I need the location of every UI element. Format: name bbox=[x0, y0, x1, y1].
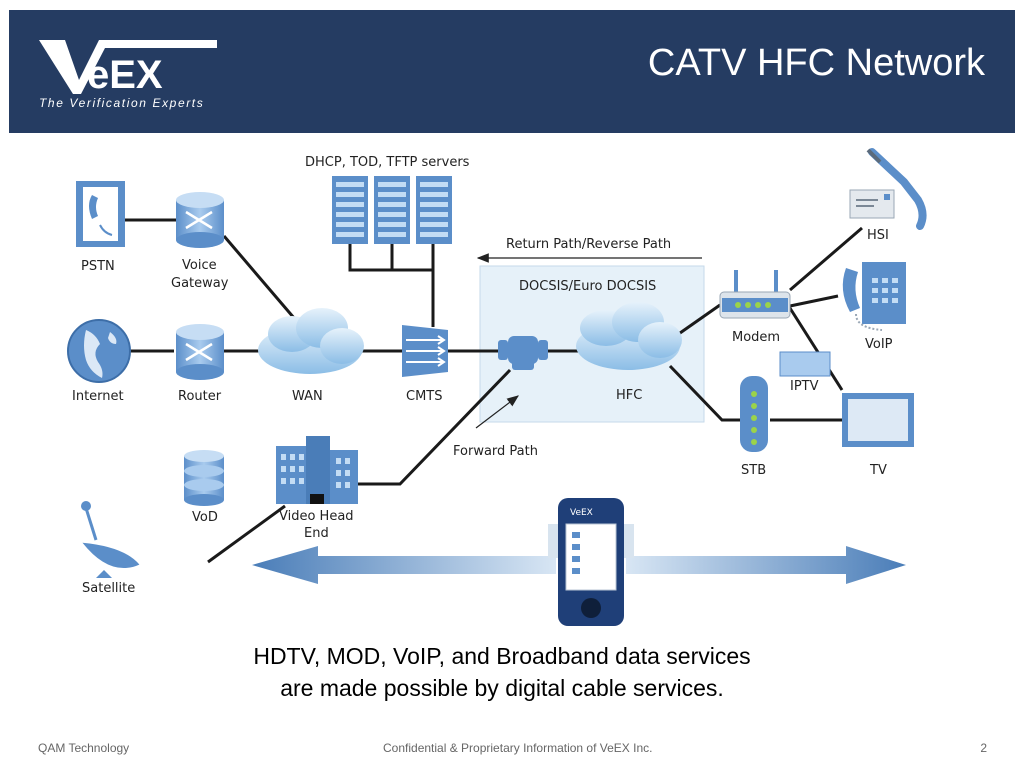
hfc-cloud-icon bbox=[576, 302, 682, 370]
hfc-amplifier-icon bbox=[498, 336, 548, 370]
slide-title: CATV HFC Network bbox=[647, 42, 985, 84]
modem-icon bbox=[719, 270, 791, 319]
vod-label: VoD bbox=[192, 510, 218, 525]
router-label: Router bbox=[178, 389, 222, 404]
iptv-label: IPTV bbox=[790, 379, 819, 394]
voip-label: VoIP bbox=[865, 337, 893, 352]
iptv-box-icon bbox=[779, 351, 831, 377]
footer-section-title: QAM Technology bbox=[38, 741, 130, 755]
cmts-icon bbox=[402, 325, 448, 377]
internet-label: Internet bbox=[72, 389, 124, 404]
caption-line-1: HDTV, MOD, VoIP, and Broadband data serv… bbox=[253, 643, 751, 669]
diagram-labels: DHCP, TOD, TFTP servers Return Path/Reve… bbox=[72, 155, 893, 596]
voice-gateway-label-1: Voice bbox=[182, 258, 217, 273]
logo-tagline: The Verification Experts bbox=[39, 96, 205, 110]
voip-phone-icon bbox=[842, 262, 906, 331]
tv-label: TV bbox=[869, 463, 887, 478]
internet-globe-icon bbox=[67, 319, 131, 383]
vod-storage-icon bbox=[184, 450, 224, 506]
wan-cloud-icon bbox=[258, 308, 364, 374]
footer-page-number: 2 bbox=[980, 741, 987, 755]
satellite-label: Satellite bbox=[82, 581, 135, 596]
stb-label: STB bbox=[741, 463, 766, 478]
video-head-end-label-2: End bbox=[304, 526, 329, 541]
voice-gateway-label-2: Gateway bbox=[171, 276, 229, 291]
video-head-end-icon bbox=[276, 436, 358, 504]
forward-path-label: Forward Path bbox=[453, 444, 538, 459]
pstn-label: PSTN bbox=[81, 259, 115, 274]
coverage-arrow-right bbox=[626, 546, 906, 584]
servers-label: DHCP, TOD, TFTP servers bbox=[305, 155, 470, 170]
network-diagram: VeEX DHCP, TOD, TFTP servers Return Path… bbox=[67, 148, 927, 626]
tv-icon bbox=[842, 393, 914, 447]
modem-label: Modem bbox=[732, 330, 780, 345]
pstn-phone-icon bbox=[76, 181, 125, 247]
caption-line-2: are made possible by digital cable servi… bbox=[280, 675, 724, 701]
voice-gateway-icon bbox=[176, 192, 224, 248]
veex-logo: eEX bbox=[39, 40, 217, 97]
satellite-dish-icon bbox=[81, 501, 140, 578]
slide-caption: HDTV, MOD, VoIP, and Broadband data serv… bbox=[0, 640, 1004, 704]
connection-lines bbox=[125, 218, 863, 564]
hsi-label: HSI bbox=[867, 228, 889, 243]
video-head-end-label-1: Video Head bbox=[279, 509, 354, 524]
cmts-label: CMTS bbox=[406, 389, 443, 404]
return-path-label: Return Path/Reverse Path bbox=[506, 237, 671, 252]
handheld-tester-device-icon: VeEX bbox=[548, 498, 634, 626]
svg-text:eEX: eEX bbox=[87, 53, 163, 97]
coverage-arrow-left bbox=[252, 546, 556, 584]
hfc-label: HFC bbox=[616, 388, 642, 403]
stb-icon bbox=[740, 376, 768, 452]
wan-label: WAN bbox=[292, 389, 323, 404]
header-bar: eEX The Verification Experts CATV HFC Ne… bbox=[9, 10, 1015, 133]
hsi-icon bbox=[849, 148, 927, 230]
footer-confidential-notice: Confidential & Proprietary Information o… bbox=[383, 741, 653, 755]
docsis-label: DOCSIS/Euro DOCSIS bbox=[519, 279, 656, 294]
router-icon bbox=[176, 324, 224, 380]
device-brand-label: VeEX bbox=[570, 508, 593, 518]
server-rack-icons bbox=[332, 176, 452, 244]
forward-path-arrow bbox=[475, 395, 519, 429]
